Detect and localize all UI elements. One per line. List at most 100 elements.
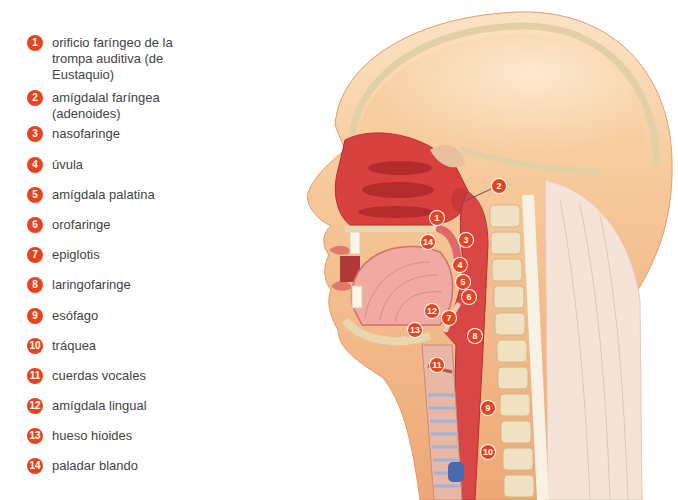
- callout-number: 1: [27, 35, 43, 51]
- jaw-bone: [345, 320, 430, 341]
- part-name: nasofaringe: [52, 126, 204, 142]
- callout-number: 11: [430, 358, 444, 372]
- part-name: epiglotis: [52, 247, 204, 263]
- callout-number: 9: [481, 401, 495, 415]
- tongue: [352, 246, 453, 325]
- head-outline: [308, 12, 673, 500]
- callout-number: 8: [27, 277, 43, 293]
- part-name: úvula: [52, 157, 204, 173]
- callout-number: 13: [408, 323, 422, 337]
- callout-circle: 2: [27, 90, 43, 106]
- turbinates: [358, 161, 434, 218]
- part-name-box: esófago: [52, 308, 204, 324]
- thyroid-gland: [448, 462, 464, 482]
- skull-base: [460, 150, 600, 172]
- part-name: tráquea: [52, 338, 204, 354]
- part-name-box: amígdalal faríngea (adenoides): [52, 90, 204, 122]
- callout-number: 14: [421, 235, 435, 249]
- part-name: orificio faríngeo de la trompa auditiva …: [52, 35, 204, 83]
- callout-number: 6: [462, 290, 476, 304]
- callout-number: 10: [481, 445, 495, 459]
- part-name: amígdala palatina: [52, 187, 204, 203]
- callout-number: 4: [453, 258, 467, 272]
- callout-circle: 13: [27, 428, 43, 444]
- callout-number: 6: [462, 290, 476, 304]
- part-name-box: laringofaringe: [52, 277, 204, 293]
- callout-number: 7: [27, 247, 43, 263]
- callout-circle: 10: [27, 338, 43, 354]
- callout-number: 3: [459, 233, 473, 247]
- part-name-box: epiglotis: [52, 247, 204, 263]
- sinus: [430, 145, 465, 167]
- muscle-fibres: [560, 200, 628, 500]
- part-name-box: tráquea: [52, 338, 204, 354]
- callout-circle: 8: [27, 277, 43, 293]
- part-name-box: amígdala palatina: [52, 187, 204, 203]
- neck-muscle: [545, 180, 642, 500]
- callout-number: 1: [430, 211, 444, 225]
- part-name: paladar blando: [52, 458, 204, 474]
- callout-number: 3: [459, 233, 473, 247]
- callout-number: 2: [27, 90, 43, 106]
- callout-number: 14: [27, 458, 43, 474]
- part-name-box: amígdala lingual: [52, 398, 204, 414]
- callout-number: 12: [425, 304, 439, 318]
- leader-line: [463, 189, 491, 202]
- callout-number: 2: [492, 179, 506, 193]
- part-name: orofaringe: [52, 217, 204, 233]
- callout-number: 4: [27, 157, 43, 173]
- part-name: amígdala lingual: [52, 398, 204, 414]
- callout-number: 5: [456, 275, 470, 289]
- hyoid-bone: [402, 338, 426, 341]
- callout-number: 13: [408, 323, 422, 337]
- callout-circle: 1: [27, 35, 43, 51]
- callout-number: 5: [456, 275, 470, 289]
- part-name-box: orofaringe: [52, 217, 204, 233]
- part-name-box: hueso hioides: [52, 428, 204, 444]
- part-name-box: cuerdas vocales: [52, 368, 204, 384]
- callout-number: 10: [481, 445, 495, 459]
- callout-number: 11: [27, 368, 43, 384]
- callout-number: 8: [468, 329, 482, 343]
- callout-circle: 11: [27, 368, 43, 384]
- part-name-box: paladar blando: [52, 458, 204, 474]
- callout-circle: 14: [27, 458, 43, 474]
- callout-number: 1: [430, 211, 444, 225]
- callout-number: 9: [481, 401, 495, 415]
- part-name-box: orificio faríngeo de la trompa auditiva …: [52, 35, 204, 83]
- callout-circle: 9: [27, 308, 43, 324]
- callout-number: 13: [27, 428, 43, 444]
- callout-number: 9: [27, 308, 43, 324]
- callout-number: 8: [468, 329, 482, 343]
- callout-number: 7: [442, 311, 456, 325]
- callout-number: 4: [453, 258, 467, 272]
- callout-circle: 12: [27, 398, 43, 414]
- vertebrae: [490, 205, 534, 497]
- callout-number: 5: [27, 187, 43, 203]
- nasal-cavity: [335, 133, 470, 225]
- callout-number: 3: [27, 126, 43, 142]
- hard-palate: [345, 226, 440, 232]
- callout-number: 6: [27, 217, 43, 233]
- part-name: cuerdas vocales: [52, 368, 204, 384]
- part-name: hueso hioides: [52, 428, 204, 444]
- part-name: laringofaringe: [52, 277, 204, 293]
- part-name-box: úvula: [52, 157, 204, 173]
- callout-circle: 5: [27, 187, 43, 203]
- callout-number: 14: [421, 235, 435, 249]
- callout-number: 12: [425, 304, 439, 318]
- part-name: esófago: [52, 308, 204, 324]
- part-name: amígdalal faríngea (adenoides): [52, 90, 204, 122]
- part-name-box: nasofaringe: [52, 126, 204, 142]
- tongue-fibres: [365, 262, 442, 322]
- callout-circle: 3: [27, 126, 43, 142]
- callout-circle: 6: [27, 217, 43, 233]
- callout-number: 12: [27, 398, 43, 414]
- callout-number: 7: [442, 311, 456, 325]
- teeth: [350, 232, 360, 254]
- teeth: [352, 286, 362, 308]
- callout-circle: 7: [27, 247, 43, 263]
- callout-number: 11: [430, 358, 444, 372]
- callout-number: 2: [492, 179, 506, 193]
